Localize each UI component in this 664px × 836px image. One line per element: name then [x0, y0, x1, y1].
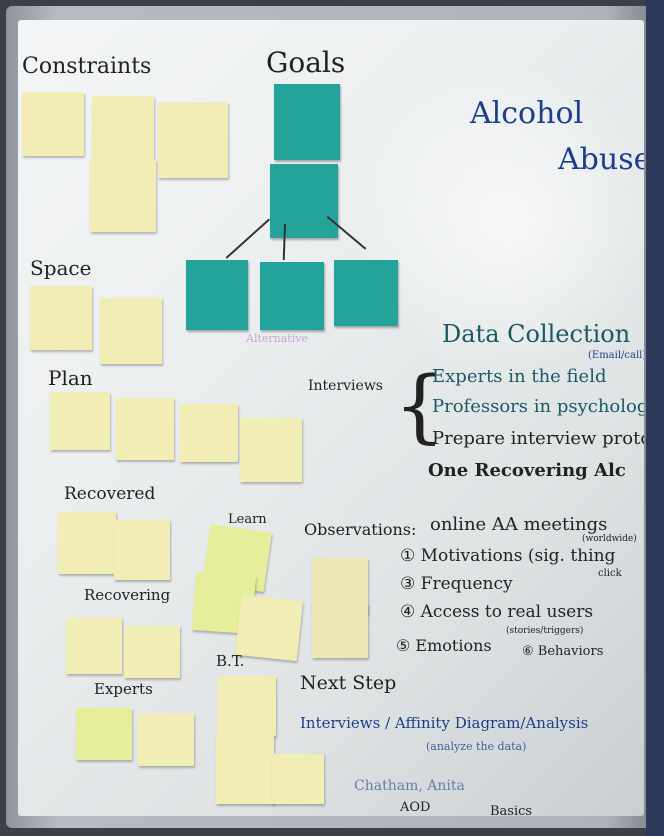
heading-recovering: Recovering: [84, 586, 171, 604]
heading-plan: Plan: [48, 366, 93, 390]
sticky-note: [100, 298, 162, 364]
brace: {: [394, 359, 445, 452]
sticky-note: [22, 92, 84, 156]
heading-goals: Goals: [266, 46, 346, 79]
light-glare: [348, 60, 644, 380]
sticky-note: [92, 96, 154, 168]
observations-label: Observations:: [304, 520, 417, 539]
sticky-note: [216, 734, 274, 804]
sticky-note: [312, 604, 368, 658]
sticky-note: [50, 392, 110, 450]
next-step-label: Next Step: [300, 672, 397, 694]
sticky-note: [58, 512, 116, 574]
observation-item: ⑤ Emotions: [396, 636, 492, 655]
sticky-note: [66, 618, 122, 674]
next-step-line1: Interviews / Affinity Diagram/Analysis: [300, 714, 589, 732]
interview-item: Prepare interview protoco: [432, 428, 644, 449]
observation-sub-note: (stories/triggers): [506, 626, 584, 636]
email-call-note: (Email/call): [588, 350, 644, 361]
next-step-basics: Basics: [490, 804, 533, 816]
observation-item: ④ Access to real users: [400, 602, 594, 622]
sticky-note: [180, 404, 238, 462]
sticky-note: [235, 594, 303, 662]
next-step-line2: (analyze the data): [426, 740, 527, 753]
heading-recovered: Recovered: [64, 484, 156, 504]
topic-line2: Abuse: [558, 142, 644, 177]
heading-constraints: Constraints: [22, 54, 152, 79]
sticky-note: [138, 714, 194, 766]
sticky-note: [76, 708, 132, 760]
sticky-note: [114, 520, 170, 580]
sticky-note: [116, 398, 174, 460]
interview-item: Experts in the field: [432, 366, 607, 387]
interview-item: One Recovering Alc: [428, 460, 626, 481]
goal-note: [334, 260, 398, 326]
topic-line1: Alcohol: [470, 96, 584, 131]
observation-click: click: [598, 568, 622, 579]
observation-item: ③ Frequency: [400, 574, 513, 594]
sticky-note: [90, 160, 156, 232]
goal-note: [270, 164, 338, 238]
observations-value: online AA meetings: [430, 514, 608, 535]
goal-label-purple: Alternative: [246, 332, 308, 345]
sticky-note: [124, 626, 180, 678]
goal-note: [260, 262, 324, 330]
observation-item: ① Motivations (sig. thing: [400, 546, 616, 566]
heading-experts: Experts: [94, 680, 153, 698]
sticky-note: [218, 676, 276, 736]
heading-space: Space: [30, 256, 92, 280]
arrow-line: [282, 223, 286, 260]
sticky-note: [240, 418, 302, 482]
sticky-note: [272, 754, 324, 804]
next-step-line3: Chatham, Anita: [354, 778, 465, 794]
observations-note: (worldwide): [582, 534, 637, 544]
interview-item: Professors in psychology f: [432, 396, 644, 417]
next-step-aod: AOD: [400, 800, 431, 815]
goal-note: [186, 260, 248, 330]
whiteboard: Constraints Goals Space Plan Recovered R…: [18, 20, 644, 816]
data-collection-title: Data Collection: [442, 320, 631, 348]
heading-learn: Learn: [228, 512, 267, 527]
heading-bt: B.T.: [216, 652, 245, 670]
side-rail: [646, 0, 664, 836]
arrow-line: [225, 218, 270, 259]
goal-note: [274, 84, 340, 160]
observation-item: ⑥ Behaviors: [522, 644, 604, 659]
interviews-label: Interviews: [308, 378, 383, 394]
sticky-note: [30, 286, 92, 350]
sticky-note: [158, 102, 228, 178]
